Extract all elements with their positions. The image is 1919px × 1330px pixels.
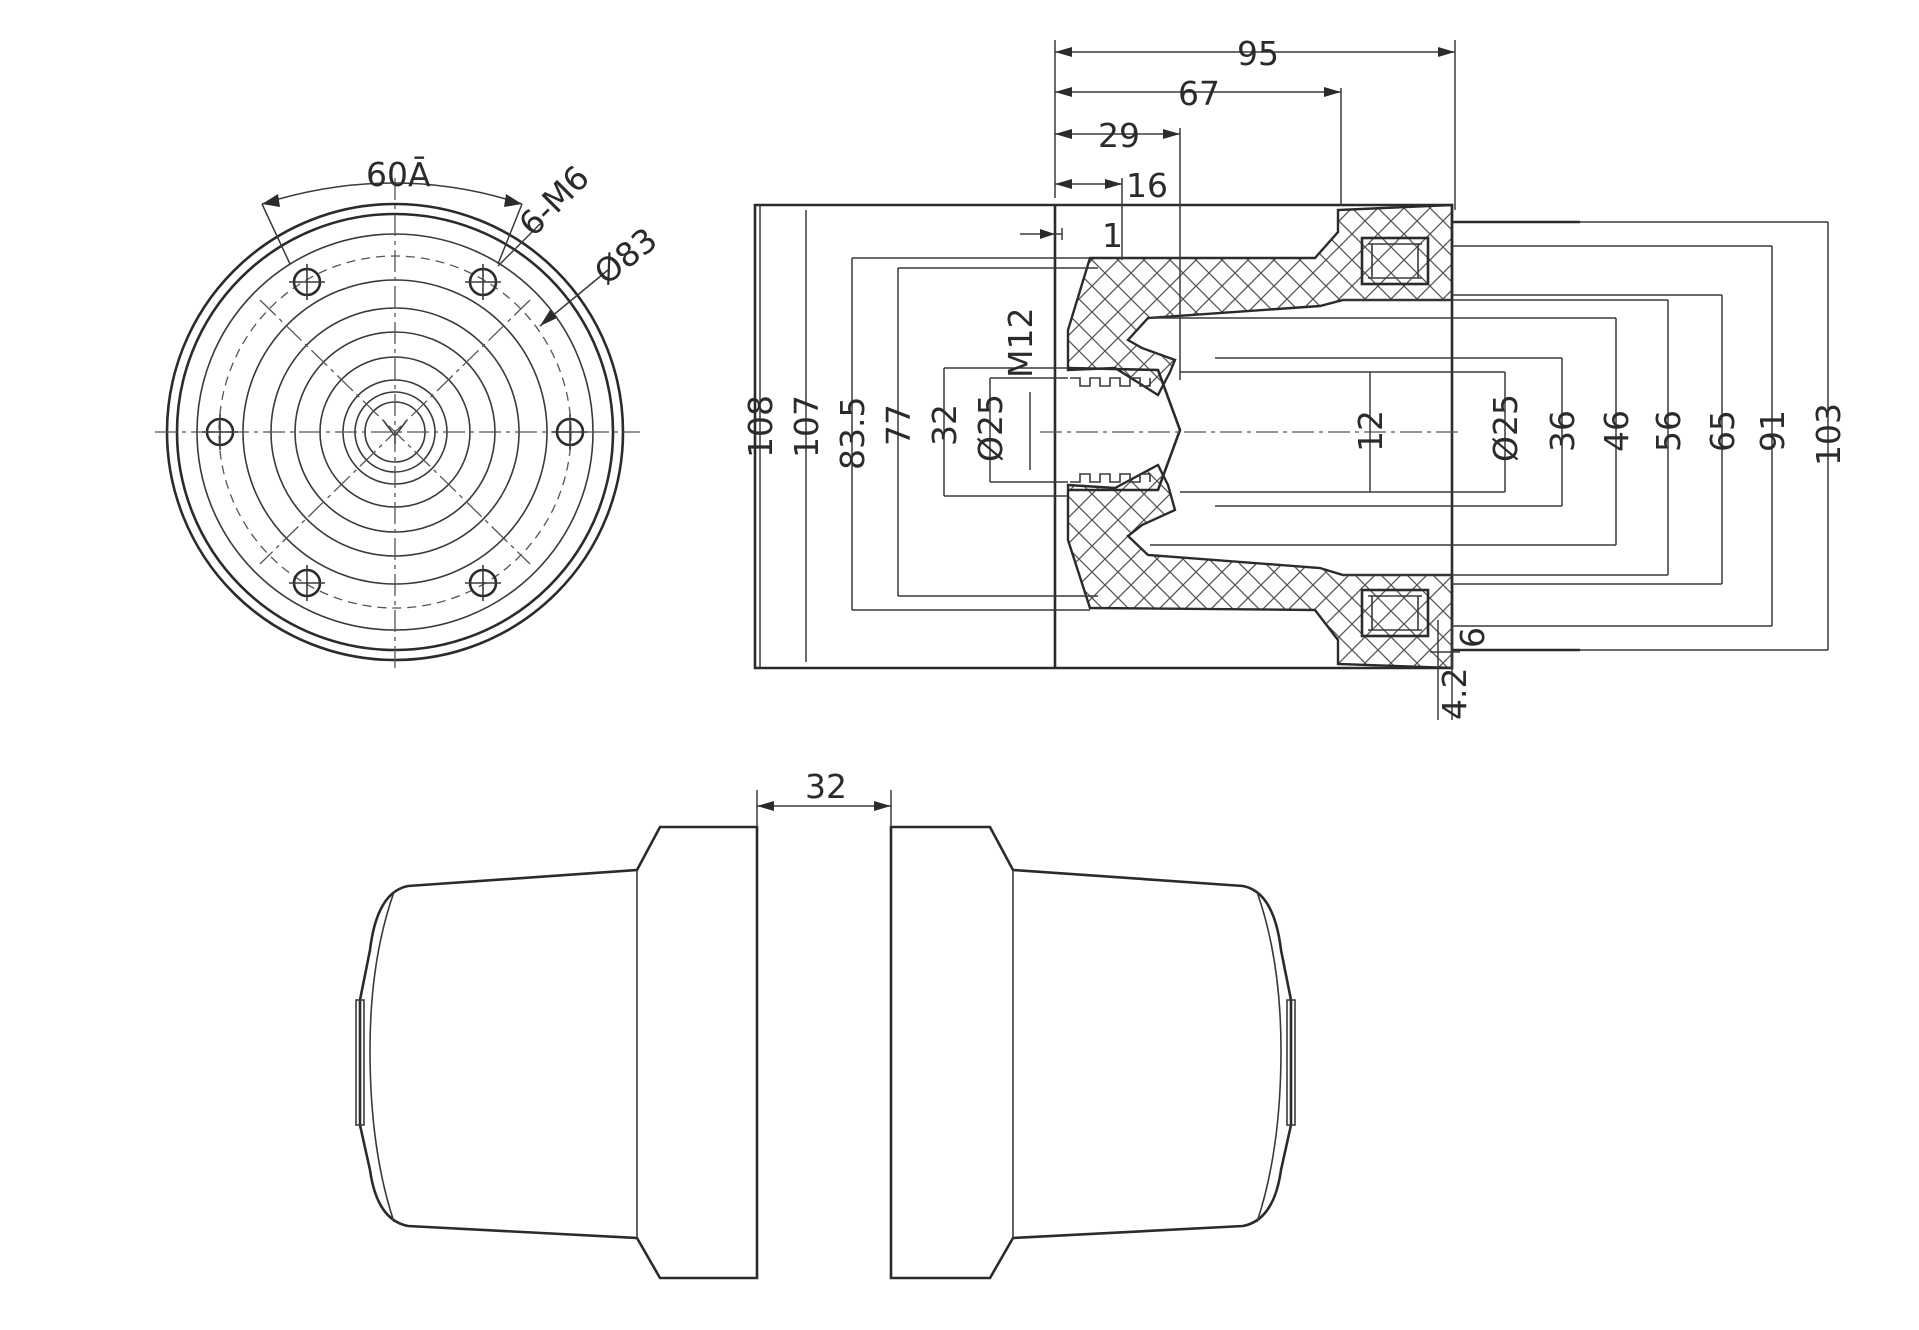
dim-95: 95 <box>1237 34 1279 73</box>
dim-46: 46 <box>1597 410 1636 452</box>
section-view: 95 67 29 16 1 108 107 83.5 77 <box>741 34 1848 720</box>
bolt-holes <box>202 264 588 601</box>
dia83-label: Ø83 <box>587 220 665 293</box>
dim-56: 56 <box>1649 410 1688 452</box>
top-dimensions: 95 67 29 16 1 <box>1020 34 1456 380</box>
dim-103: 103 <box>1809 403 1848 466</box>
dim-108: 108 <box>741 395 780 458</box>
section-hatch-lower <box>1066 463 1454 670</box>
dim-77: 77 <box>879 404 918 446</box>
bottom-dimensions: 6 4.2 <box>1430 620 1492 720</box>
angle-label: 60Ā <box>366 155 431 194</box>
dim-29: 29 <box>1098 116 1140 155</box>
dim-91: 91 <box>1753 410 1792 452</box>
dim-107: 107 <box>787 395 826 458</box>
dim-83-5: 83.5 <box>833 397 872 470</box>
thread-label: 6-M6 <box>511 158 597 244</box>
dim-dia25-left: Ø25 <box>971 394 1010 462</box>
left-dimensions: 108 107 83.5 77 32 Ø25 M12 12 <box>741 205 1390 668</box>
side-view: 32 <box>355 767 1296 1280</box>
gap-32-label: 32 <box>805 767 847 806</box>
right-dimensions: Ø25 36 46 56 65 91 103 <box>1150 221 1848 651</box>
dim-36: 36 <box>1543 410 1582 452</box>
dim-32: 32 <box>925 404 964 446</box>
dim-m12: M12 <box>1001 308 1040 378</box>
dim-4-2: 4.2 <box>1435 668 1474 720</box>
dim-dia25-right: Ø25 <box>1486 394 1525 462</box>
dim-12: 12 <box>1351 410 1390 452</box>
front-view: 60Ā 6-M6 Ø83 <box>155 155 664 672</box>
dim-6: 6 <box>1453 627 1492 648</box>
dim-65: 65 <box>1703 410 1742 452</box>
dim-1: 1 <box>1102 216 1123 255</box>
dim-67: 67 <box>1178 74 1220 113</box>
dim-16: 16 <box>1126 166 1168 205</box>
